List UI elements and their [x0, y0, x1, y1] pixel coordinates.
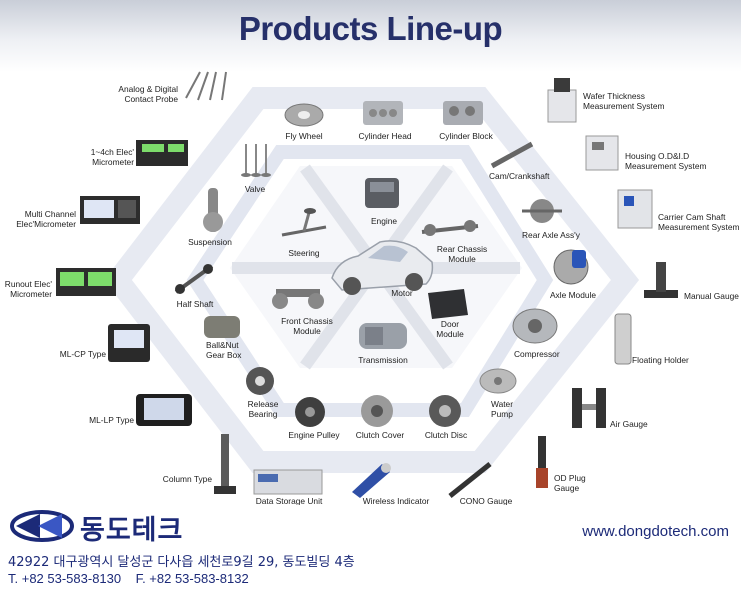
- wireless-indicator-icon: [352, 463, 391, 498]
- manual-gauge-label: Manual Gauge: [684, 291, 739, 301]
- release-bearing-label: Release Bearing: [247, 399, 279, 419]
- company-address: 42922 대구광역시 달성군 다사읍 세천로9길 29, 동도빌딩 4층: [8, 555, 355, 570]
- footer: [0, 505, 741, 590]
- ml-lp-label: ML-LP Type: [89, 415, 134, 425]
- transmission-label: Transmission: [358, 355, 408, 365]
- carrier-cam-label: Carrier Cam Shaft Measurement System: [658, 212, 740, 232]
- micrometer-4ch-label: 1~4ch Elec' Micrometer: [90, 147, 134, 167]
- clutch-disc-icon: [429, 395, 461, 427]
- air-gauge-icon: [572, 388, 606, 428]
- cylinder-head-icon: [363, 101, 403, 125]
- runout-label: Runout Elec' Micrometer: [4, 279, 52, 299]
- door-module-label: Door Module: [436, 319, 464, 339]
- axle-module-label: Axle Module: [549, 290, 597, 300]
- ballnut-gearbox-icon: [204, 316, 240, 338]
- car-icon: [331, 240, 434, 295]
- cylinder-block-label: Cylinder Block: [439, 131, 493, 141]
- rear-axle-label: Rear Axle Ass'y: [522, 230, 580, 240]
- ml-cp-label: ML-CP Type: [59, 349, 106, 359]
- air-gauge-label: Air Gauge: [610, 419, 648, 429]
- cylinder-head-label: Cylinder Head: [358, 131, 412, 141]
- wafer-system-icon: [547, 78, 577, 123]
- cam-crankshaft-label: Cam/Crankshaft: [489, 171, 550, 181]
- header-banner: [0, 0, 741, 72]
- valve-icon: [241, 144, 271, 177]
- floating-holder-icon: [614, 313, 632, 365]
- od-plug-label: OD Plug Gauge: [554, 473, 586, 493]
- water-pump-icon: [479, 368, 517, 394]
- steering-icon: [281, 208, 327, 237]
- fly-wheel-label: Fly Wheel: [285, 131, 323, 141]
- cono-label: CONO Gauge: [459, 496, 513, 506]
- column-type-icon: [214, 434, 236, 494]
- data-storage-icon: [253, 469, 323, 495]
- company-phone-fax: T. +82 53-583-8130 F. +82 53-583-8132: [8, 571, 249, 586]
- micrometer-4ch-icon: [136, 140, 188, 166]
- half-shaft-icon: [174, 264, 214, 294]
- door-module-icon: [428, 289, 468, 319]
- clutch-cover-label: Clutch Cover: [355, 430, 405, 440]
- contact-probe-icon: [185, 71, 227, 101]
- company-name: 동도테크: [80, 515, 184, 546]
- carrier-cam-icon: [617, 189, 653, 229]
- data-storage-label: Data Storage Unit: [255, 496, 323, 506]
- wafer-label: Wafer Thickness Measurement System: [583, 91, 665, 111]
- wireless-label: Wireless Indicator: [362, 496, 430, 506]
- steering-label: Steering: [288, 248, 320, 258]
- page-title: Products Line-up: [238, 10, 503, 47]
- fly-wheel-icon: [284, 103, 324, 127]
- ballnut-label: Ball&Nut Gear Box: [206, 340, 242, 360]
- front-chassis-icon: [272, 289, 324, 309]
- manual-gauge-icon: [644, 262, 678, 298]
- housing-system-icon: [585, 135, 619, 171]
- motor-label: Motor: [391, 288, 413, 298]
- engine-label: Engine: [370, 216, 398, 226]
- rear-chassis-label: Rear Chassis Module: [436, 244, 488, 264]
- engine-pulley-icon: [295, 397, 325, 427]
- water-pump-label: Water Pump: [490, 399, 514, 419]
- suspension-icon: [203, 188, 223, 232]
- suspension-label: Suspension: [188, 237, 232, 247]
- valve-label: Valve: [244, 184, 266, 194]
- axle-module-icon: [553, 249, 589, 285]
- column-label: Column Type: [162, 474, 212, 484]
- housing-label: Housing O.D&I.D Measurement System: [625, 151, 707, 171]
- compressor-label: Compressor: [514, 349, 560, 359]
- clutch-cover-icon: [361, 395, 393, 427]
- release-bearing-icon: [246, 367, 274, 395]
- ml-lp-icon: [136, 394, 192, 426]
- engine-icon: [365, 178, 399, 208]
- cono-gauge-icon: [448, 462, 492, 498]
- rear-chassis-icon: [421, 220, 479, 236]
- multi-channel-icon: [80, 196, 140, 224]
- front-chassis-label: Front Chassis Module: [281, 316, 333, 336]
- company-logo-icon: [10, 510, 74, 542]
- transmission-icon: [359, 323, 407, 349]
- rear-axle-icon: [522, 199, 562, 223]
- od-plug-gauge-icon: [536, 436, 548, 488]
- website-link[interactable]: www.dongdotech.com: [582, 523, 729, 540]
- clutch-disc-label: Clutch Disc: [424, 430, 468, 440]
- compressor-icon: [512, 308, 558, 344]
- runout-micrometer-icon: [56, 268, 116, 296]
- camshaft-icon: [490, 141, 534, 169]
- multi-channel-label: Multi Channel Elec'Micrometer: [16, 209, 76, 229]
- engine-pulley-label: Engine Pulley: [288, 430, 340, 440]
- contact-probe-label: Analog & Digital Contact Probe: [118, 84, 178, 104]
- half-shaft-label: Half Shaft: [176, 299, 214, 309]
- cylinder-block-icon: [443, 101, 483, 125]
- floating-label: Floating Holder: [632, 355, 689, 365]
- ml-cp-icon: [108, 324, 150, 362]
